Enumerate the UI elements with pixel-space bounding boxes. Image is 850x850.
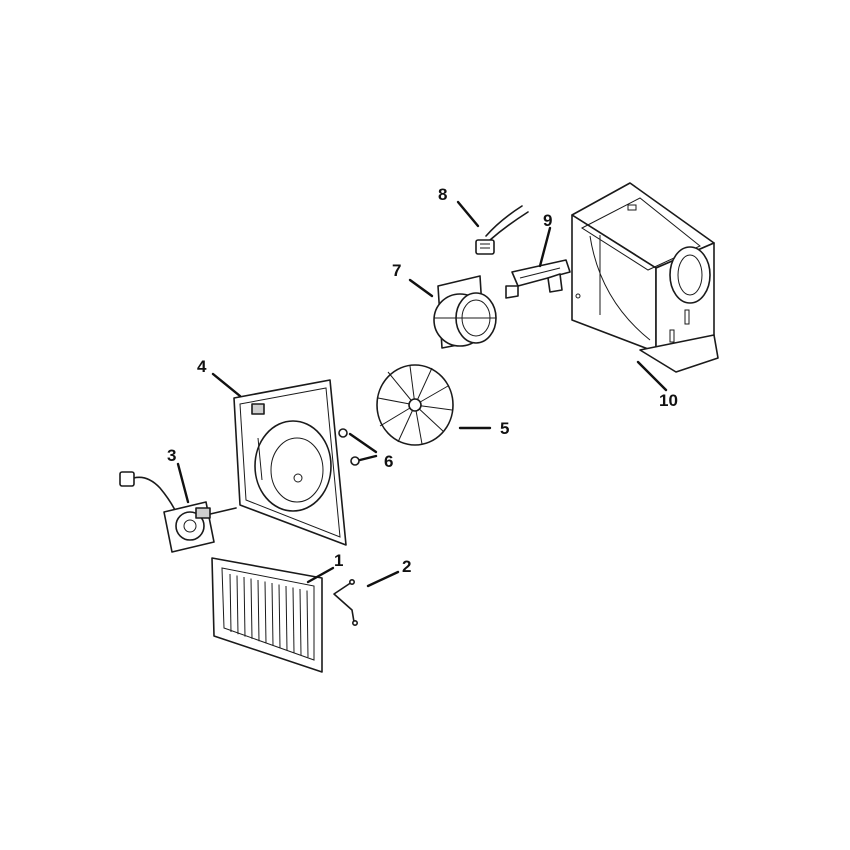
grille-slat bbox=[278, 584, 281, 649]
leader-9 bbox=[538, 226, 552, 268]
callout-4: 4 bbox=[197, 357, 207, 376]
grille-slat bbox=[264, 581, 267, 644]
callout-5: 5 bbox=[500, 419, 509, 438]
grille-part bbox=[211, 557, 323, 673]
grille-slat bbox=[299, 588, 302, 656]
leader-6b bbox=[358, 454, 378, 462]
leader-4 bbox=[211, 372, 242, 398]
grille-slat bbox=[250, 578, 253, 639]
callout-6: 6 bbox=[384, 452, 393, 471]
grille-slat bbox=[243, 576, 246, 637]
leader-6a bbox=[348, 432, 378, 454]
callout-10: 10 bbox=[659, 391, 678, 410]
motor-part bbox=[119, 471, 237, 553]
callout-2: 2 bbox=[402, 557, 411, 576]
grille-slat bbox=[271, 582, 274, 646]
grille-slat bbox=[229, 573, 232, 633]
leader-7 bbox=[408, 278, 434, 298]
leader-1 bbox=[306, 566, 335, 584]
callout-1: 1 bbox=[334, 551, 343, 570]
callout-7: 7 bbox=[392, 261, 401, 280]
grille-slat bbox=[306, 590, 309, 658]
mounting-plate-part bbox=[233, 379, 347, 546]
duct-damper-part bbox=[433, 275, 497, 349]
grille-slat bbox=[285, 585, 288, 651]
grille-slat bbox=[292, 587, 295, 653]
grille-slat bbox=[236, 575, 239, 635]
leader-2 bbox=[366, 570, 400, 588]
leader-8 bbox=[456, 200, 480, 228]
blower-wheel-part bbox=[376, 364, 454, 446]
grille-slat bbox=[257, 579, 260, 642]
mounting-bracket-part bbox=[505, 259, 571, 299]
leader-3 bbox=[176, 462, 190, 504]
leader-lines bbox=[176, 200, 668, 588]
mounting-springs-part bbox=[333, 578, 358, 626]
nuts-part bbox=[338, 428, 360, 466]
wire-connector-part bbox=[475, 205, 529, 255]
callout-labels: 1 2 3 4 5 6 7 8 9 10 bbox=[167, 185, 678, 576]
callout-3: 3 bbox=[167, 446, 176, 465]
callout-8: 8 bbox=[438, 185, 447, 204]
callout-9: 9 bbox=[543, 211, 552, 230]
leader-10 bbox=[636, 360, 668, 392]
housing-box-part bbox=[571, 182, 719, 373]
